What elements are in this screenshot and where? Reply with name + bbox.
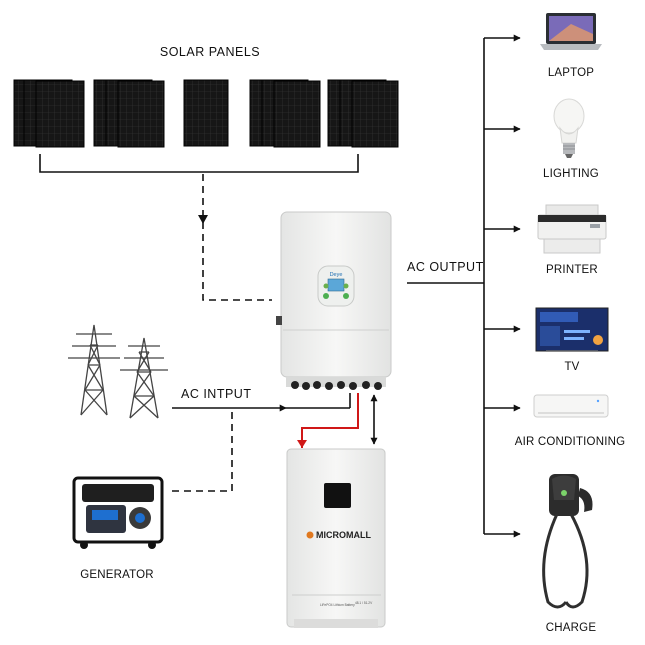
solar-panel-group-4 bbox=[249, 79, 321, 148]
solar-panels-label: SOLAR PANELS bbox=[160, 45, 260, 59]
inverter-screen bbox=[327, 278, 345, 292]
battery-spec-label: LiFePO4 Lithium Battery bbox=[320, 603, 355, 607]
laptop-icon bbox=[540, 13, 602, 50]
battery-spec-value: 48.1 / 51.2V bbox=[355, 601, 373, 605]
battery-display bbox=[324, 483, 351, 508]
tv-label: TV bbox=[564, 361, 579, 373]
laptop-label: LAPTOP bbox=[548, 67, 594, 79]
solar-panel-array bbox=[13, 79, 399, 148]
pv-dc-line bbox=[202, 174, 272, 301]
air-conditioner-icon bbox=[533, 394, 609, 418]
solar-panel-group-1 bbox=[13, 79, 85, 148]
generator-line bbox=[172, 410, 233, 492]
solar-bus-line bbox=[39, 154, 359, 173]
printer-icon bbox=[537, 204, 607, 254]
power-grid-icon bbox=[68, 324, 168, 419]
ev-charger-icon bbox=[542, 474, 593, 609]
tv-icon bbox=[535, 307, 609, 352]
inverter-brand: Deye bbox=[330, 272, 343, 278]
generator-label: GENERATOR bbox=[80, 569, 154, 581]
light-bulb-icon bbox=[553, 98, 585, 158]
inverter-terminals bbox=[286, 377, 386, 390]
inverter-status-led bbox=[323, 293, 329, 299]
solar-panel-group-2 bbox=[93, 79, 165, 148]
battery-cabinet: MICROMALL LiFePO4 Lithium Battery 48.1 /… bbox=[286, 448, 386, 628]
charge-label: CHARGE bbox=[546, 622, 597, 634]
solar-panel-group-5 bbox=[327, 79, 399, 148]
generator-icon bbox=[72, 476, 164, 549]
battery-dc-line bbox=[301, 393, 359, 448]
battery-dc-arrowhead bbox=[297, 440, 307, 448]
battery-logo-icon bbox=[306, 531, 314, 539]
ac-output-label: AC OUTPUT bbox=[407, 260, 484, 274]
solar-panel-group-3 bbox=[183, 79, 229, 147]
hybrid-inverter: Deye bbox=[276, 211, 392, 390]
printer-label: PRINTER bbox=[546, 264, 598, 276]
air-conditioning-label: AIR CONDITIONING bbox=[515, 436, 626, 448]
pv-arrowhead bbox=[198, 215, 208, 224]
battery-brand: MICROMALL bbox=[316, 530, 371, 540]
lighting-label: LIGHTING bbox=[543, 168, 599, 180]
ac-input-label: AC INTPUT bbox=[181, 387, 251, 401]
